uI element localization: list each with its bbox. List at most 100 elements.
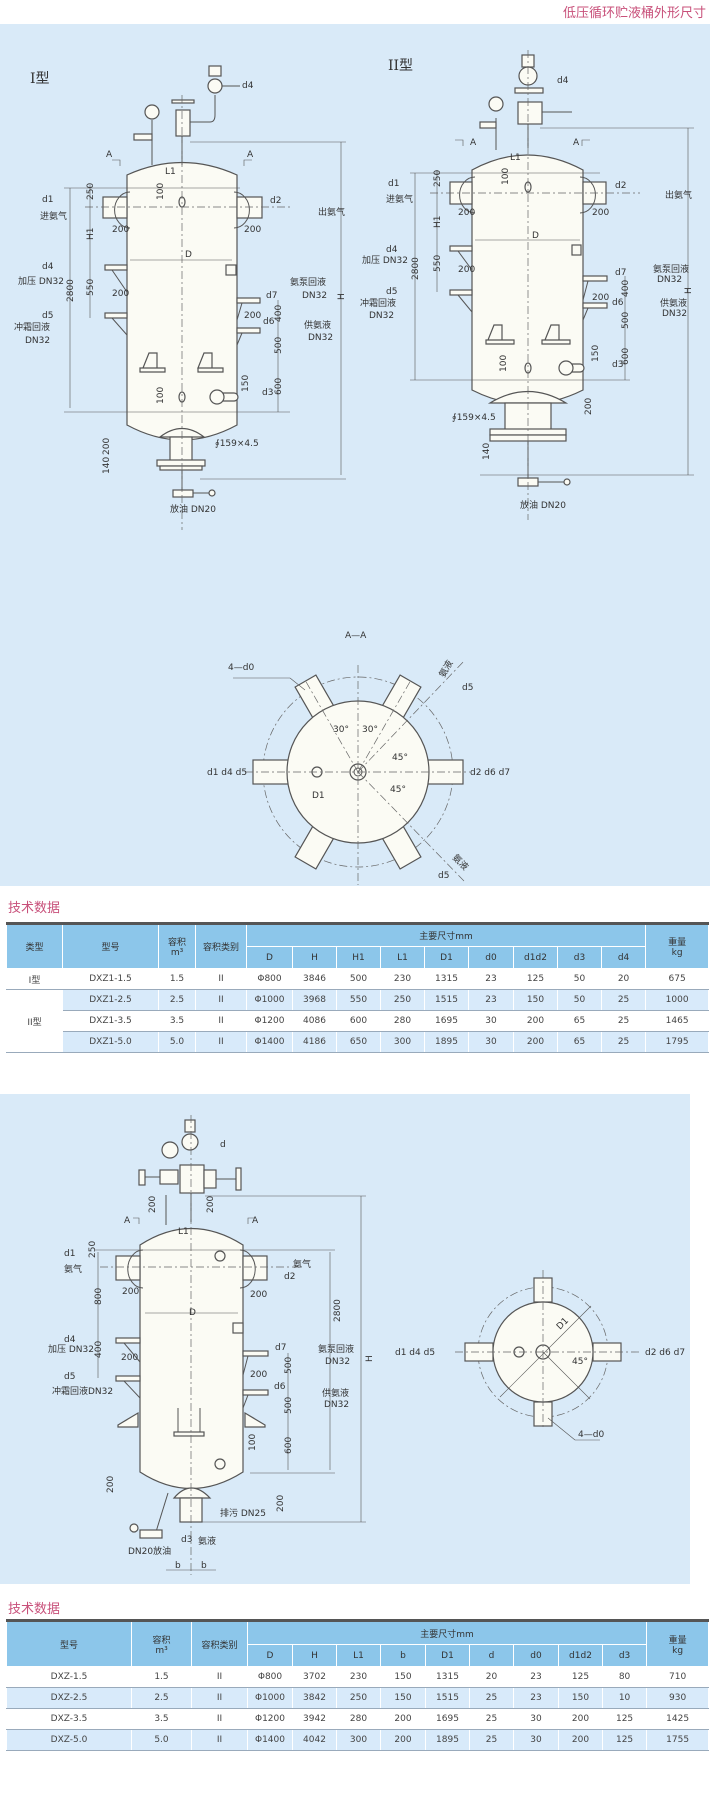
table-cell: II bbox=[195, 968, 247, 990]
drawing-label: D1 bbox=[312, 791, 325, 801]
table-cell: 150 bbox=[558, 1687, 603, 1709]
drawing-label: 供氨液 bbox=[660, 297, 687, 309]
table-cell: 10 bbox=[601, 1687, 648, 1709]
drawing-panel-dxz1: .ln{stroke:#555;stroke-width:1;fill:none… bbox=[0, 24, 710, 886]
drawing-label: 400 bbox=[274, 305, 284, 322]
table-cell: 23 bbox=[468, 989, 514, 1011]
table-cell: 3968 bbox=[292, 989, 337, 1011]
drawing-label: 200 bbox=[250, 1370, 267, 1380]
drawing-label: 600 bbox=[621, 348, 631, 365]
table-cell: 250 bbox=[336, 1687, 381, 1709]
drawing-label: d4 bbox=[242, 81, 254, 91]
table-cell: 1515 bbox=[425, 1687, 470, 1709]
drawing-label: 出氨气 bbox=[318, 206, 345, 218]
table-cell: 125 bbox=[601, 1708, 648, 1730]
drawing-label: d5 bbox=[438, 871, 449, 881]
table-cell: Φ1400 bbox=[246, 1031, 293, 1053]
table-cell: 1315 bbox=[424, 968, 469, 990]
weight-unit: kg bbox=[672, 1645, 684, 1656]
header-vessel-class: 容积类别 bbox=[191, 1619, 248, 1667]
drawing-label: 45° bbox=[572, 1357, 588, 1367]
volume-unit: m³ bbox=[170, 948, 184, 958]
table-cell: 30 bbox=[468, 1031, 514, 1053]
drawing-label: 150 bbox=[241, 375, 251, 392]
table-cell: 25 bbox=[469, 1729, 514, 1751]
table-cell: 1695 bbox=[425, 1708, 470, 1730]
vessel-type2 bbox=[410, 50, 694, 520]
section-top-view bbox=[455, 1270, 640, 1441]
drawing-label: 2800 bbox=[333, 1299, 343, 1322]
header-dim-d3: d3 bbox=[557, 946, 602, 969]
table-cell: 1.5 bbox=[158, 968, 196, 990]
drawing-label: d3 bbox=[262, 388, 273, 398]
volume-label: 容积 bbox=[152, 1635, 171, 1646]
drawing-label: 200 bbox=[244, 225, 261, 235]
table-cell: 23 bbox=[513, 1666, 559, 1688]
header-dim-d1d2: d1d2 bbox=[558, 1644, 603, 1667]
drawing-label: 600 bbox=[274, 378, 284, 395]
drawing-label: 200 bbox=[112, 225, 129, 235]
drawing-label: d5 bbox=[42, 311, 53, 321]
drawing-label: 140 bbox=[102, 457, 112, 474]
drawing-label: 45° bbox=[390, 785, 406, 795]
drawing-label: d1 d4 d5 bbox=[207, 768, 247, 778]
drawing-label: A bbox=[106, 150, 113, 160]
drawing-label: d2 bbox=[615, 181, 626, 191]
table-cell: 1465 bbox=[645, 1010, 710, 1032]
table-cell: 3702 bbox=[292, 1666, 337, 1688]
drawing-label: 100 bbox=[156, 183, 166, 200]
table-cell: 200 bbox=[380, 1729, 426, 1751]
drawing-label: DN32 bbox=[662, 309, 687, 319]
table-cell: 3842 bbox=[292, 1687, 337, 1709]
table-cell: DXZ-2.5 bbox=[6, 1687, 132, 1709]
drawing-label: 600 bbox=[284, 1437, 294, 1454]
table-cell: DXZ-5.0 bbox=[6, 1729, 132, 1751]
drawing-label: H1 bbox=[86, 228, 96, 241]
table-cell: II bbox=[195, 1031, 247, 1053]
drawing-label: I型 bbox=[30, 71, 50, 87]
drawing-label: 加压 DN32 bbox=[18, 276, 64, 287]
header-model: 型号 bbox=[6, 1619, 132, 1667]
table-cell: 125 bbox=[558, 1666, 603, 1688]
table-cell: II bbox=[191, 1666, 248, 1688]
table-cell: 200 bbox=[513, 1031, 558, 1053]
table-cell: 3.5 bbox=[131, 1708, 192, 1730]
dxz-drawings: .ln{stroke:#555;stroke-width:1;fill:none… bbox=[48, 1115, 685, 1575]
table-cell: 550 bbox=[336, 989, 381, 1011]
drawing-label: 4—d0 bbox=[228, 663, 254, 673]
table-cell: II bbox=[195, 989, 247, 1011]
table-cell: 650 bbox=[336, 1031, 381, 1053]
drawing-label: d7 bbox=[275, 1343, 286, 1353]
drawing-label: 放油 DN20 bbox=[170, 503, 216, 515]
table-cell: 1695 bbox=[424, 1010, 469, 1032]
table-cell: Φ1200 bbox=[247, 1708, 293, 1730]
drawing-label: d3 bbox=[181, 1535, 192, 1545]
table-cell: Φ1200 bbox=[246, 1010, 293, 1032]
table-cell: Φ1000 bbox=[247, 1687, 293, 1709]
drawing-label: d6 bbox=[612, 298, 624, 308]
table-cell: 200 bbox=[558, 1729, 603, 1751]
drawing-label: d2 d6 d7 bbox=[470, 768, 510, 778]
table-cell: 65 bbox=[557, 1031, 602, 1053]
drawing-label: 200 bbox=[106, 1476, 116, 1493]
drawing-label: DN32 bbox=[369, 311, 394, 321]
header-dim-d0: d0 bbox=[513, 1644, 559, 1667]
drawing-label: H bbox=[684, 287, 694, 294]
table-cell: 50 bbox=[557, 968, 602, 990]
drawing-label: 550 bbox=[86, 279, 96, 296]
header-dim-d1: D1 bbox=[424, 946, 469, 969]
drawing-label: 200 bbox=[592, 208, 609, 218]
drawing-label: d5 bbox=[462, 683, 473, 693]
table-cell: 1895 bbox=[424, 1031, 469, 1053]
drawing-label: L1 bbox=[510, 153, 521, 163]
drawing-label: d2 bbox=[270, 196, 281, 206]
table-cell: 20 bbox=[469, 1666, 514, 1688]
table-cell: II bbox=[191, 1708, 248, 1730]
drawing-label: A bbox=[573, 138, 580, 148]
table-cell: 250 bbox=[380, 989, 425, 1011]
